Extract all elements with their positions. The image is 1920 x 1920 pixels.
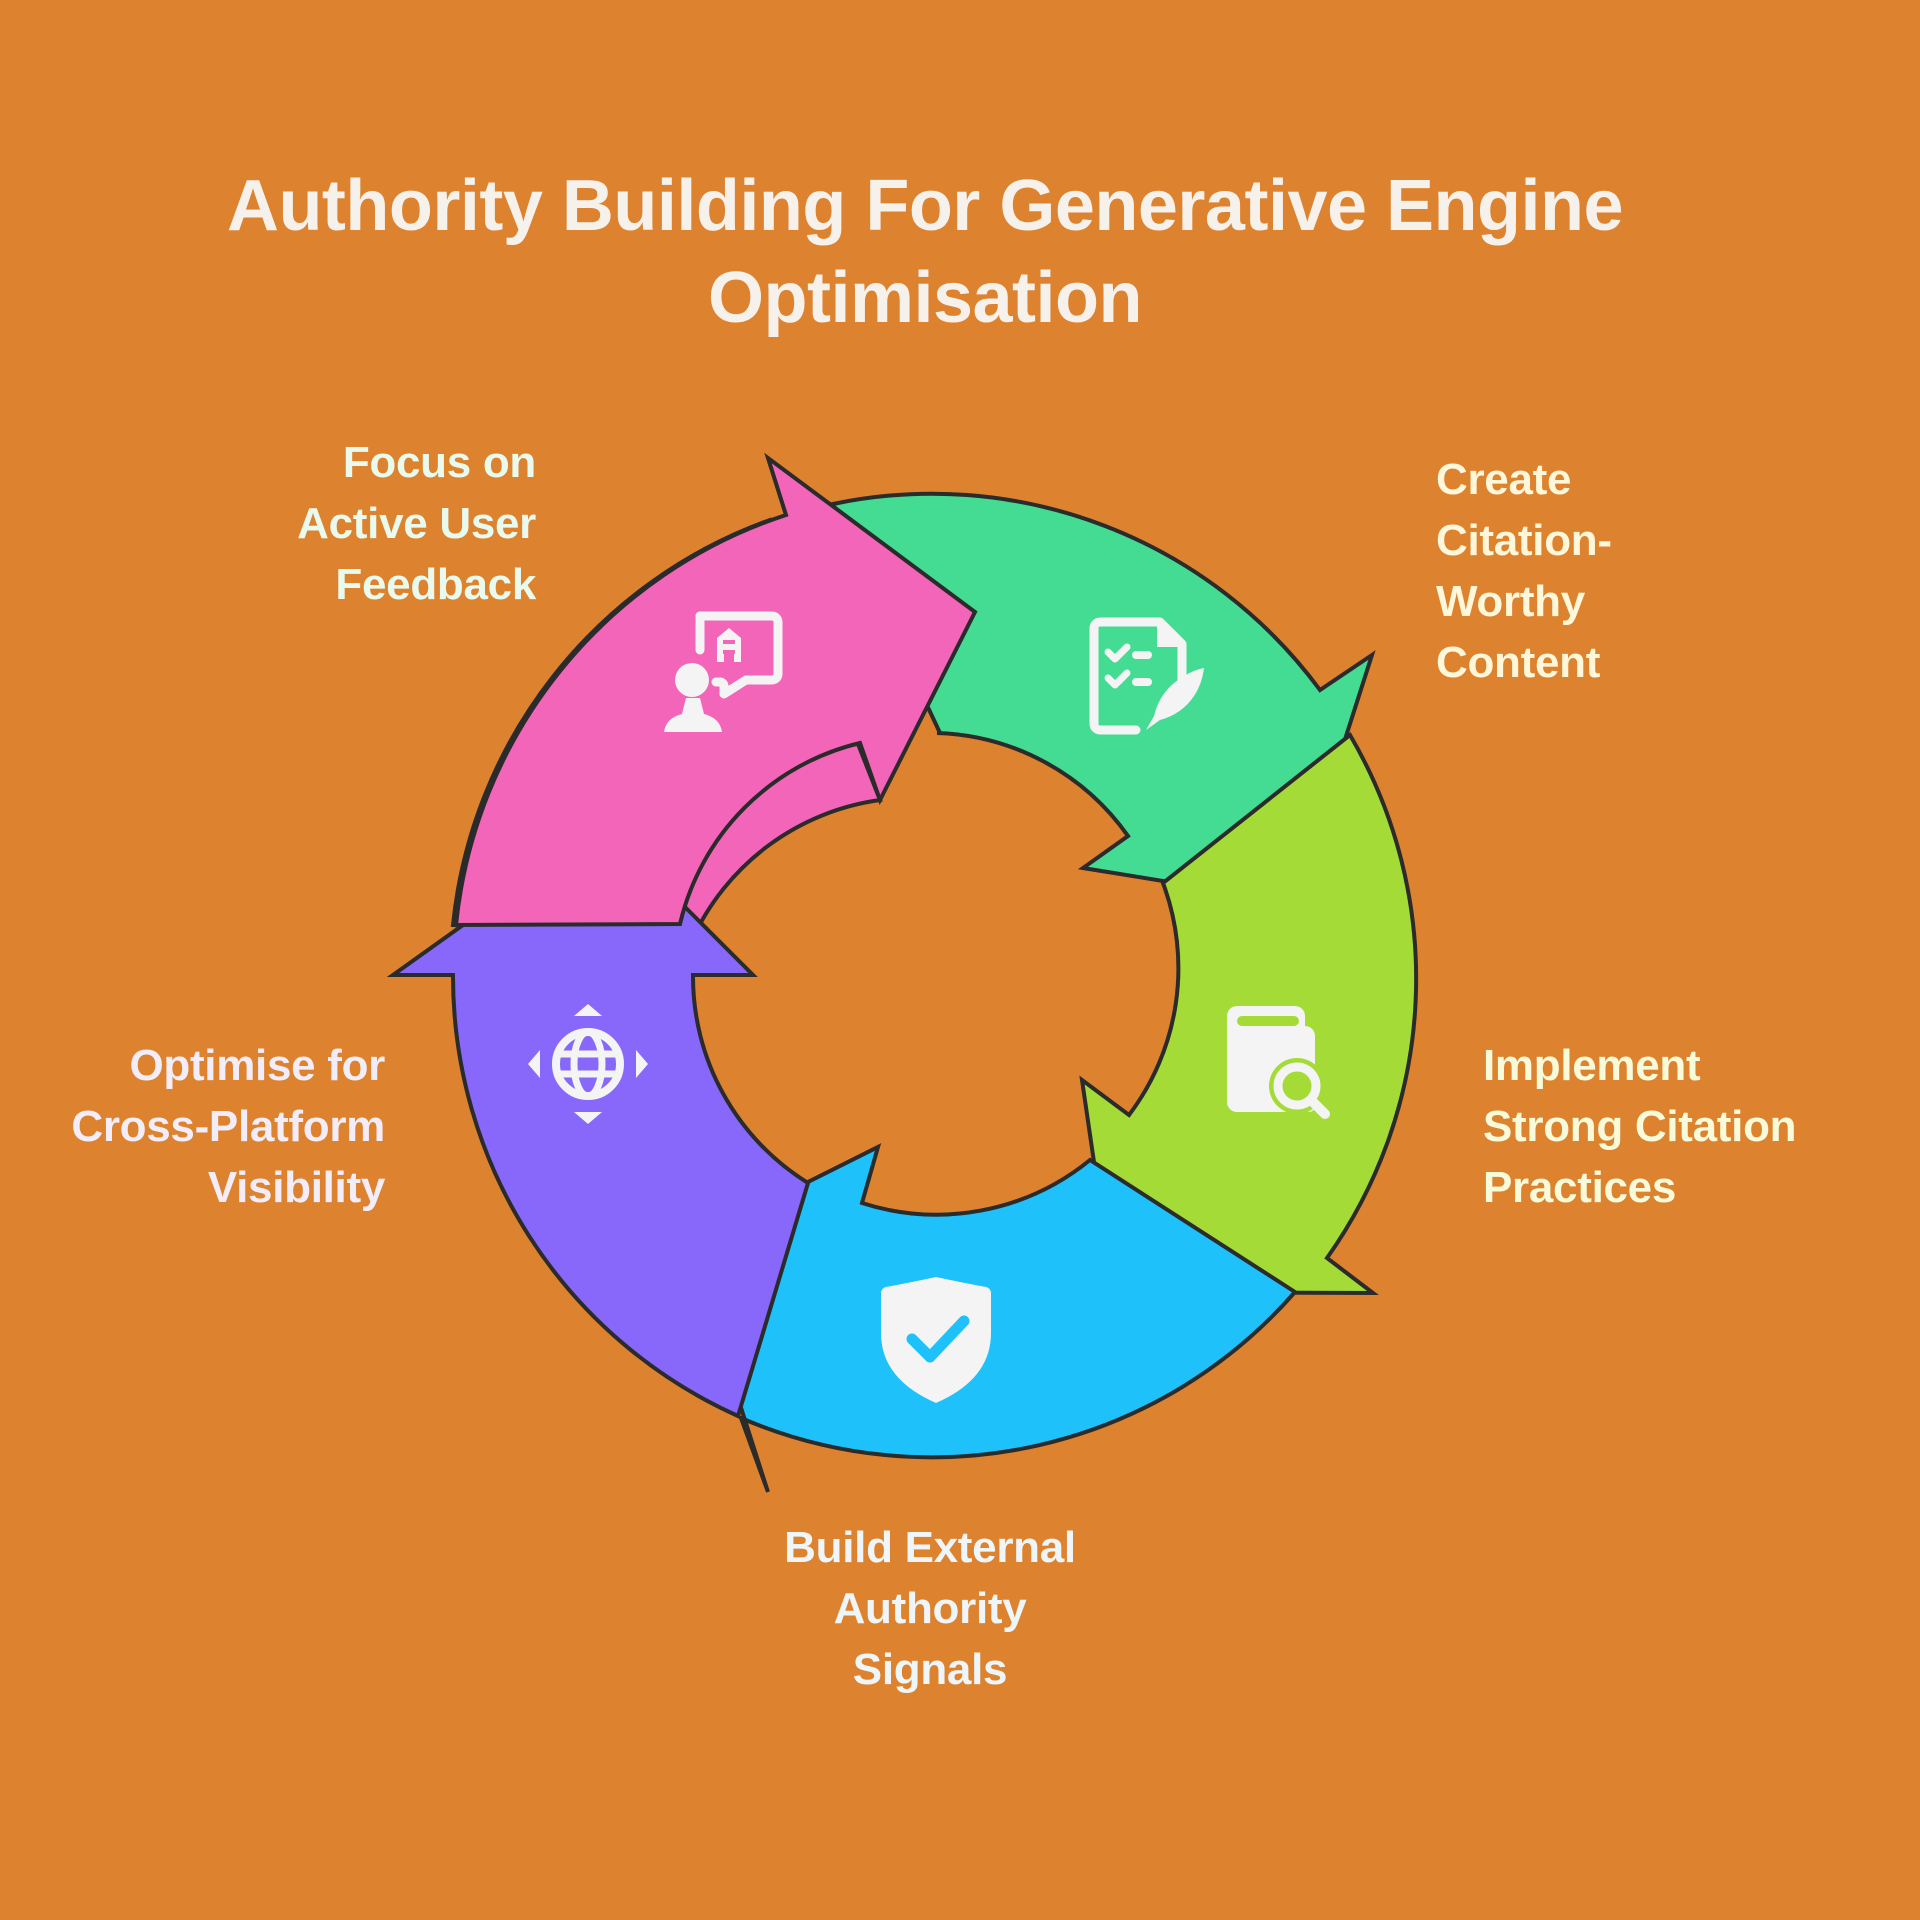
step-label-line: Active User xyxy=(297,499,536,548)
step-label-line: Visibility xyxy=(207,1163,385,1212)
step-label-practices: Implement Strong Citation Practices xyxy=(1483,1035,1797,1218)
step-label-feedback: Focus on Active User Feedback xyxy=(180,432,536,615)
step-label-line: Optimise for xyxy=(129,1041,385,1090)
step-label-line: Build External xyxy=(784,1523,1076,1572)
shield-check-icon xyxy=(880,1277,992,1403)
step-label-line: Cross-Platform xyxy=(71,1102,385,1151)
step-label-line: Practices xyxy=(1483,1163,1677,1212)
step-label-line: Implement xyxy=(1483,1041,1701,1090)
step-label-line: Signals xyxy=(852,1645,1008,1694)
step-label-signals: Build External Authority Signals xyxy=(690,1517,1170,1700)
arrow-segment-signals xyxy=(685,1143,1299,1493)
arrow-segment-visibility xyxy=(386,822,811,1419)
book-search-icon xyxy=(1227,1006,1330,1119)
step-label-line: Citation- xyxy=(1436,516,1612,565)
arrow-segment-content xyxy=(830,491,1376,905)
step-label-line: Authority xyxy=(833,1584,1027,1633)
step-label-line: Create xyxy=(1436,455,1572,504)
step-label-line: Feedback xyxy=(335,560,536,609)
diagram-title: Authority Building For Generative Engine… xyxy=(0,160,1850,344)
checklist-quill-icon xyxy=(1089,617,1204,735)
title-line-2: Optimisation xyxy=(707,258,1143,338)
step-label-line: Focus on xyxy=(342,438,536,487)
step-label-visibility: Optimise for Cross-Platform Visibility xyxy=(20,1035,385,1218)
title-line-1: Authority Building For Generative Engine xyxy=(226,166,1624,246)
arrow-segment-feedback-head xyxy=(453,452,978,928)
step-label-line: Strong Citation xyxy=(1483,1102,1797,1151)
user-feedback-icon xyxy=(664,611,783,732)
globe-arrows-icon xyxy=(528,1004,648,1124)
step-label-line: Content xyxy=(1436,638,1601,687)
step-label-content: Create Citation- Worthy Content xyxy=(1436,449,1612,693)
step-label-line: Worthy xyxy=(1436,577,1585,626)
